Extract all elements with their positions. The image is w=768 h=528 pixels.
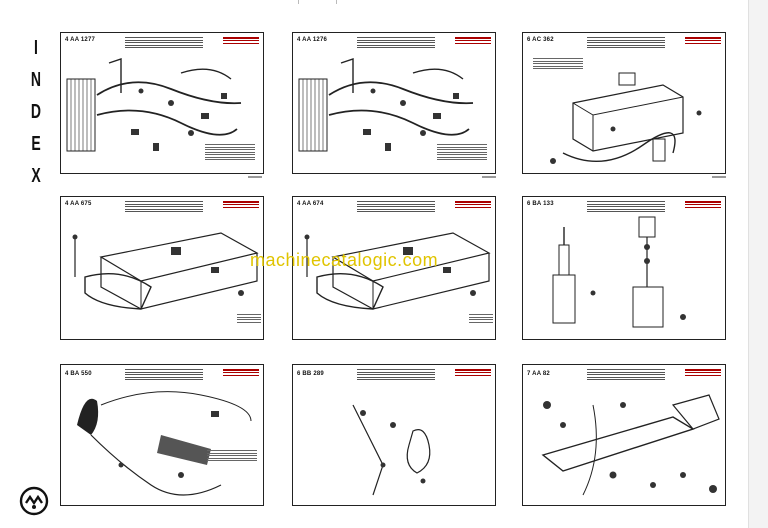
panel-title-block — [125, 368, 203, 382]
panel-title-block — [357, 368, 435, 382]
panel-refs — [685, 368, 721, 377]
panel-title-block — [125, 36, 203, 50]
panel-legend — [437, 143, 487, 162]
panel-title-block — [125, 200, 203, 214]
watermark-text: machinecatalogic.com — [250, 250, 439, 270]
toolbar-mark — [298, 0, 299, 4]
panel-refs — [223, 36, 259, 45]
radiator-diagram — [66, 58, 242, 152]
panel-legend — [469, 313, 493, 324]
panel-code: 6 BB 289 — [297, 371, 324, 377]
control-cable-diagram — [77, 391, 252, 496]
panel-code: 4 AA 675 — [65, 201, 92, 207]
panel-legend — [237, 313, 261, 324]
index-letter: N — [30, 69, 42, 91]
panel-refs — [685, 200, 721, 209]
parts-panel[interactable]: 6 BB 289 — [292, 364, 496, 506]
page-edge — [748, 0, 768, 528]
index-letter: I — [34, 37, 38, 59]
panel-code: 4 AA 674 — [297, 201, 324, 207]
page-number — [482, 176, 496, 178]
chassis-diagram — [304, 232, 491, 310]
axle-diagram — [541, 394, 720, 496]
parts-panel[interactable]: 4 AA 1277 — [60, 32, 264, 174]
chassis-diagram — [72, 232, 259, 310]
lever-assembly-diagram — [552, 216, 686, 328]
index-letter: E — [31, 133, 41, 155]
parts-panel[interactable]: 7 AA 82 — [522, 364, 726, 506]
panel-code: 4 AA 1276 — [297, 37, 328, 43]
panel-title-block — [357, 36, 435, 50]
panel-refs — [455, 36, 491, 45]
parts-panel[interactable]: 6 BA 133 — [522, 196, 726, 340]
panel-legend — [205, 143, 255, 162]
parts-panel[interactable]: 4 AA 1276 — [292, 32, 496, 174]
panel-refs — [455, 200, 491, 209]
pedal-assembly-diagram — [352, 404, 431, 496]
panel-title-block — [587, 368, 665, 382]
parts-panel[interactable]: 6 AC 362 — [522, 32, 726, 174]
panel-legend — [533, 57, 583, 71]
panel-code: 7 AA 82 — [527, 371, 550, 377]
panel-code: 4 AA 1277 — [65, 37, 96, 43]
panel-refs — [223, 368, 259, 377]
top-toolbar — [0, 0, 768, 6]
panel-legend — [207, 449, 257, 463]
index-letter: X — [31, 165, 41, 187]
panel-code: 6 BA 133 — [527, 201, 554, 207]
panel-title-block — [357, 200, 435, 214]
brand-logo-icon — [19, 486, 49, 516]
panel-refs — [685, 36, 721, 45]
parts-panel[interactable]: 4 BA 550 — [60, 364, 264, 506]
panel-code: 4 BA 550 — [65, 371, 92, 377]
index-label: I N D E X — [28, 32, 44, 192]
panel-refs — [455, 368, 491, 377]
index-letter: D — [30, 101, 42, 123]
panel-code: 6 AC 362 — [527, 37, 554, 43]
parts-panel[interactable]: 4 AA 674 — [292, 196, 496, 340]
radiator-diagram — [298, 58, 474, 152]
page-number — [248, 176, 262, 178]
page-number — [712, 176, 726, 178]
toolbar-mark — [336, 0, 337, 4]
tank-diagram — [550, 72, 702, 164]
panel-title-block — [587, 36, 665, 50]
panel-title-block — [587, 200, 665, 214]
parts-panel[interactable]: 4 AA 675 — [60, 196, 264, 340]
panel-refs — [223, 200, 259, 209]
